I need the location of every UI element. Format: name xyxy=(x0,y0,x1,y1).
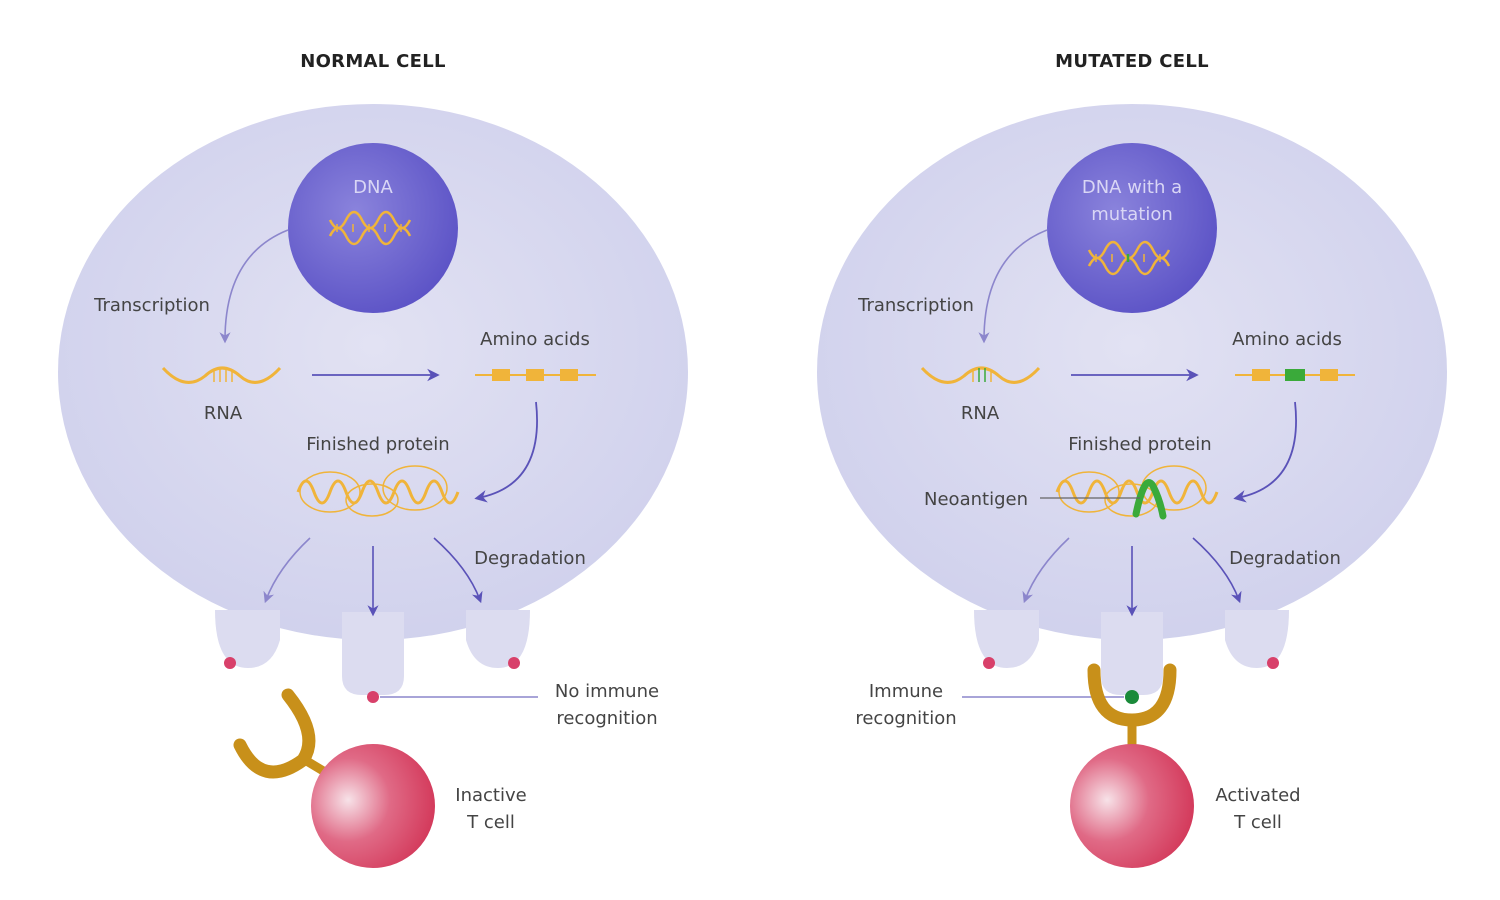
transcription-arrow xyxy=(978,229,1048,344)
recognition-label-line-1: No immune xyxy=(555,681,659,702)
degradation-arrow xyxy=(1192,537,1242,604)
peptide-dot xyxy=(367,691,379,703)
degradation-arrow xyxy=(1022,537,1070,604)
rna-label: RNA xyxy=(204,403,243,424)
amino-acid xyxy=(526,369,544,381)
mutated-amino-acid xyxy=(1285,369,1305,381)
nucleus: DNA with a mutation xyxy=(1047,143,1217,313)
tcell-label-line-1: Inactive xyxy=(455,785,526,806)
recognition-label-line-2: recognition xyxy=(855,708,956,729)
amino-acids-label: Amino acids xyxy=(1232,329,1342,350)
dna-label: DNA xyxy=(353,177,393,198)
rna-icon xyxy=(920,366,1041,384)
degradation-label: Degradation xyxy=(1229,548,1341,569)
neoantigen-segment xyxy=(1132,479,1167,520)
tcell-label-line-2: T cell xyxy=(466,812,515,833)
folding-arrow xyxy=(1233,401,1297,503)
panel-title: NORMAL CELL xyxy=(300,51,446,72)
dna-helix-icon xyxy=(1087,240,1171,276)
rna-label: RNA xyxy=(961,403,1000,424)
degradation-label: Degradation xyxy=(474,548,586,569)
rna-icon xyxy=(161,366,282,384)
degradation-arrow xyxy=(263,537,311,604)
peptide-dot xyxy=(983,657,995,669)
amino-acid xyxy=(492,369,510,381)
t-cell xyxy=(1070,663,1194,868)
amino-acid xyxy=(1320,369,1338,381)
panel-title: MUTATED CELL xyxy=(1055,51,1209,72)
dna-helix-icon xyxy=(328,210,412,246)
dna-label-line-1: DNA with a xyxy=(1082,177,1182,198)
neoantigen-label: Neoantigen xyxy=(924,489,1028,510)
transcription-label: Transcription xyxy=(857,295,974,316)
nucleus: DNA xyxy=(288,143,458,313)
tcell-receptor-icon xyxy=(1087,663,1177,727)
amino-acid-chain xyxy=(1235,369,1355,381)
cell-body xyxy=(58,104,688,695)
finished-protein-label: Finished protein xyxy=(306,434,449,455)
t-cell xyxy=(233,688,435,868)
transcription-arrow xyxy=(219,229,289,344)
panel-mutated-cell: MUTATED CELL DNA with a mutation Transcr… xyxy=(817,51,1447,868)
amino-acid xyxy=(560,369,578,381)
amino-acid-chain xyxy=(475,369,596,381)
recognition-label-line-1: Immune xyxy=(869,681,943,702)
tcell-label-line-1: Activated xyxy=(1215,785,1300,806)
transcription-label: Transcription xyxy=(93,295,210,316)
tcell-body xyxy=(311,744,435,868)
recognition-label-line-2: recognition xyxy=(556,708,657,729)
peptide-dot xyxy=(508,657,520,669)
amino-acids-label: Amino acids xyxy=(480,329,590,350)
degradation-arrow xyxy=(433,537,483,604)
protein-helix-icon xyxy=(296,465,460,517)
finished-protein-label: Finished protein xyxy=(1068,434,1211,455)
tcell-label-line-2: T cell xyxy=(1233,812,1282,833)
peptide-dot xyxy=(1267,657,1279,669)
peptide-dot xyxy=(224,657,236,669)
amino-acid xyxy=(1252,369,1270,381)
tcell-receptor-icon xyxy=(233,688,316,779)
tcell-body xyxy=(1070,744,1194,868)
panel-normal-cell: NORMAL CELL DNA Transcription RNA Amino xyxy=(58,51,688,868)
neoantigen-dot xyxy=(1125,690,1139,704)
dna-label-line-2: mutation xyxy=(1091,204,1173,225)
cell-body xyxy=(817,104,1447,695)
folding-arrow xyxy=(474,401,538,503)
